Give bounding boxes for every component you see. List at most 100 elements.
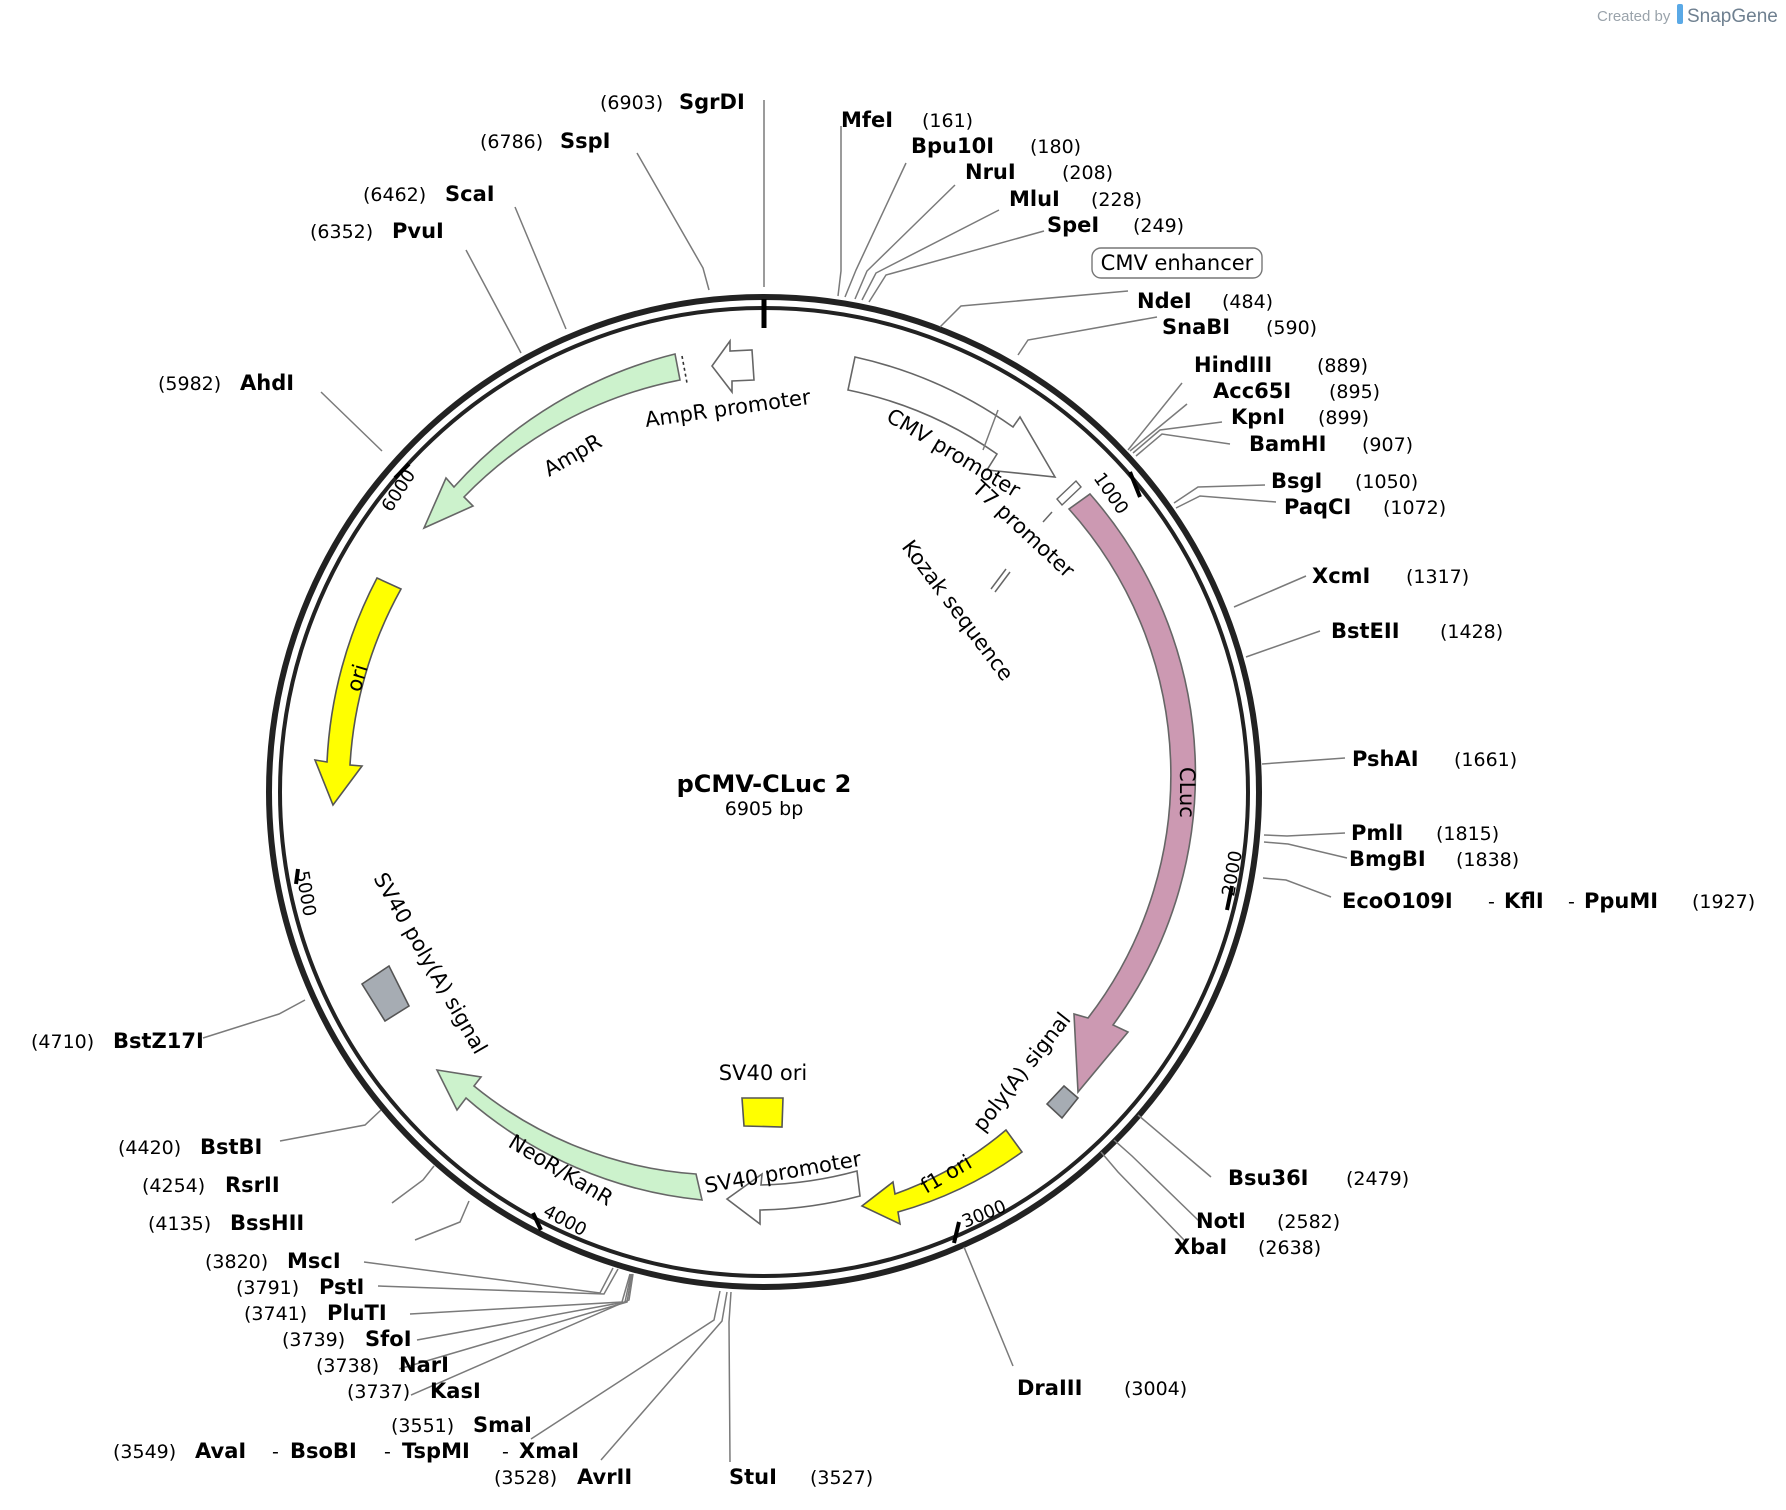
label-polya-signal: poly(A) signal [968, 1008, 1076, 1136]
site-pos-nari: (3738) [316, 1355, 379, 1377]
label-ampr-promoter: AmpR promoter [643, 385, 812, 432]
site-name-snabi[interactable]: SnaBI [1162, 315, 1230, 339]
site-name-psti[interactable]: PstI [319, 1275, 364, 1299]
site-name-bamhi[interactable]: BamHI [1249, 432, 1326, 456]
site-pos-kpni: (899) [1318, 407, 1369, 429]
site-name-xbai[interactable]: XbaI [1174, 1235, 1227, 1259]
label-ampr: AmpR [540, 429, 606, 481]
site-pos-sspi: (6786) [480, 131, 543, 153]
site-name-bstz17i[interactable]: BstZ17I [113, 1029, 204, 1053]
site-name-bsgi[interactable]: BsgI [1271, 469, 1322, 493]
site-name-sspi[interactable]: SspI [560, 129, 610, 153]
feature-cmv-promoter-arrow[interactable] [847, 356, 1057, 478]
site-name-bsshii[interactable]: BssHII [230, 1211, 304, 1235]
site-pos-bpu10i: (180) [1030, 136, 1081, 158]
site-name-kfli[interactable]: KflI [1504, 889, 1544, 913]
feature-sv40-polya-box[interactable] [360, 964, 411, 1023]
site-name-ahdi[interactable]: AhdI [240, 371, 294, 395]
site-name-pvui[interactable]: PvuI [392, 219, 444, 243]
site-leaders [202, 100, 1348, 1463]
snapgene-logo-icon [1677, 4, 1683, 24]
site-name-sgrdi[interactable]: SgrDI [679, 90, 745, 114]
site-name-hindiii[interactable]: HindIII [1194, 353, 1272, 377]
site-pos-mfei: (161) [922, 110, 973, 132]
site-name-spei[interactable]: SpeI [1047, 213, 1099, 237]
site-name-kpni[interactable]: KpnI [1231, 405, 1285, 429]
site-pos-spei: (249) [1133, 215, 1184, 237]
site-name-ecoo109i[interactable]: EcoO109I [1342, 889, 1453, 913]
site-pos-ahdi: (5982) [158, 373, 221, 395]
site-name-noti[interactable]: NotI [1196, 1209, 1246, 1233]
site-pos-besshii: (4135) [148, 1213, 211, 1235]
site-pos-xbai: (2638) [1258, 1237, 1321, 1259]
site-pos-rsrii: (4254) [142, 1175, 205, 1197]
site-pos-bsgi: (1050) [1355, 471, 1418, 493]
site-name-ndei[interactable]: NdeI [1137, 289, 1192, 313]
site-name-mlui[interactable]: MluI [1009, 187, 1060, 211]
site-name-kasi[interactable]: KasI [430, 1379, 481, 1403]
label-kozak-sequence: Kozak sequence [897, 536, 1018, 686]
site-name-scai[interactable]: ScaI [445, 182, 495, 206]
site-name-draiii[interactable]: DraIII [1017, 1376, 1082, 1400]
site-name-bmgbi[interactable]: BmgBI [1349, 847, 1426, 871]
site-separator: - [272, 1441, 279, 1463]
site-pos-nrui: (208) [1062, 162, 1113, 184]
feature-neor-kanr-arrow[interactable] [435, 1068, 704, 1201]
site-pos-sgrdi: (6903) [600, 92, 663, 114]
site-labels: (6903) SgrDI (6786) SspI (6462) ScaI (63… [31, 90, 1755, 1489]
site-name-mfei[interactable]: MfeI [841, 108, 893, 132]
site-name-smai[interactable]: SmaI [473, 1413, 532, 1437]
cmv-promoter-leader [982, 409, 999, 451]
feature-cluc-arrow[interactable] [1067, 492, 1197, 1095]
site-pos-mlui: (228) [1091, 189, 1142, 211]
site-pos-bsteii: (1428) [1440, 621, 1503, 643]
site-name-avrii[interactable]: AvrII [577, 1465, 632, 1489]
feature-kozak-marker[interactable] [990, 568, 1007, 590]
feature-ori-arrow[interactable] [313, 576, 403, 807]
site-name-xmai[interactable]: XmaI [519, 1439, 579, 1463]
site-name-nrui[interactable]: NruI [965, 160, 1016, 184]
site-pos-bmgbi: (1838) [1456, 849, 1519, 871]
site-name-xcmi[interactable]: XcmI [1312, 564, 1370, 588]
site-pos-hindiii: (889) [1317, 355, 1368, 377]
site-pos-psti: (3791) [236, 1277, 299, 1299]
site-name-acc65i[interactable]: Acc65I [1213, 379, 1291, 403]
site-name-paqci[interactable]: PaqCI [1284, 495, 1351, 519]
site-name-pmli[interactable]: PmlI [1351, 821, 1403, 845]
cmv-enhancer-label-box [1091, 247, 1263, 279]
site-pos-pmli: (1815) [1436, 823, 1499, 845]
site-name-bpu10i[interactable]: Bpu10I [911, 134, 994, 158]
site-name-bsobi[interactable]: BsoBI [290, 1439, 357, 1463]
backbone [266, 294, 1262, 1290]
site-name-nari[interactable]: NarI [399, 1353, 449, 1377]
site-pos-ecoo109i: (1927) [1692, 891, 1755, 913]
site-name-rsrii[interactable]: RsrII [225, 1173, 280, 1197]
feature-polya-signal-box[interactable] [1045, 1084, 1080, 1120]
site-name-stui[interactable]: StuI [729, 1465, 777, 1489]
site-name-ppumi[interactable]: PpuMI [1584, 889, 1658, 913]
site-pos-sfoi: (3739) [282, 1329, 345, 1351]
feature-ampr-promoter-arrow[interactable] [711, 338, 755, 395]
site-pos-msci: (3820) [205, 1251, 268, 1273]
site-separator: - [1568, 891, 1575, 913]
site-name-bsu36i[interactable]: Bsu36I [1228, 1166, 1309, 1190]
site-name-avai[interactable]: AvaI [195, 1439, 246, 1463]
feature-t7-promoter-marker[interactable] [1056, 479, 1082, 507]
feature-ampr-arrow[interactable] [422, 353, 681, 530]
site-name-pshai[interactable]: PshAI [1352, 747, 1419, 771]
site-pos-paqci: (1072) [1383, 497, 1446, 519]
site-pos-ndei: (484) [1222, 291, 1273, 313]
feature-sv40-ori-box[interactable] [741, 1097, 784, 1128]
site-name-pluti[interactable]: PluTI [327, 1301, 387, 1325]
feature-sv40-promoter-arrow[interactable] [725, 1169, 861, 1226]
backbone-outer-ring [266, 294, 1262, 1290]
site-name-sfoi[interactable]: SfoI [365, 1327, 412, 1351]
site-pos-draiii: (3004) [1124, 1378, 1187, 1400]
plasmid-size: 6905 bp [725, 798, 804, 820]
site-name-bstbi[interactable]: BstBI [200, 1135, 262, 1159]
feature-f1-ori-arrow[interactable] [860, 1128, 1024, 1226]
site-name-msci[interactable]: MscI [287, 1249, 341, 1273]
site-name-bsteii[interactable]: BstEII [1331, 619, 1400, 643]
site-pos-noti: (2582) [1277, 1211, 1340, 1233]
site-name-tspmi[interactable]: TspMI [402, 1439, 470, 1463]
